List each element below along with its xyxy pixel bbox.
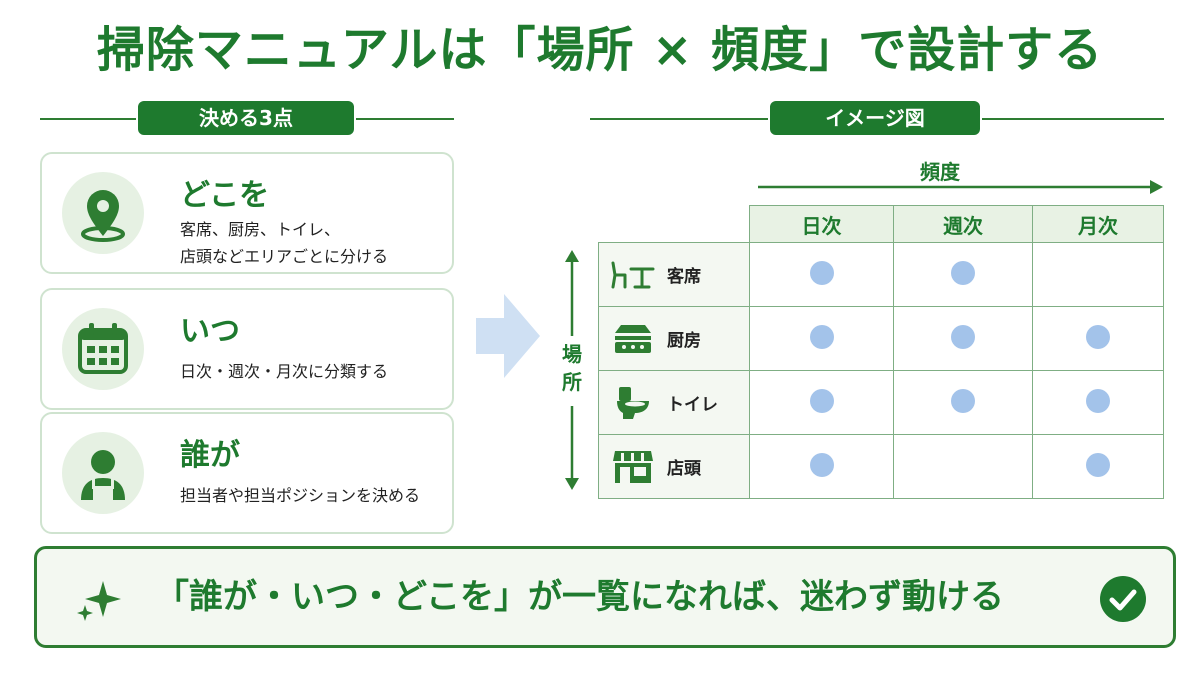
matrix-cell [893, 370, 1033, 435]
card-when: いつ 日次・週次・月次に分類する [40, 288, 454, 410]
place-axis-label: 場所 [562, 342, 582, 394]
column-header-daily: 日次 [749, 205, 894, 243]
matrix-row: 厨房 [598, 306, 1164, 371]
matrix-cell [1032, 242, 1164, 307]
seating-icon [611, 261, 655, 288]
sparkle-icon [77, 581, 121, 621]
check-circle-icon [1100, 576, 1146, 622]
left-header-line-left [40, 118, 136, 120]
column-header-monthly: 月次 [1032, 205, 1164, 243]
check-dot [1086, 388, 1110, 413]
matrix-cell [893, 306, 1033, 371]
row-head-seating: 客席 [598, 242, 750, 307]
check-dot [809, 452, 834, 477]
card-description: 担当者や担当ポジションを決める [180, 482, 450, 509]
card-line: 客席、厨房、トイレ、 [180, 220, 341, 239]
card-line: 日次・週次・月次に分類する [180, 362, 389, 381]
calendar-icon [62, 308, 144, 390]
worker-icon [62, 432, 144, 514]
summary-banner: 「誰が・いつ・どこを」が一覧になれば、迷わず動ける [34, 546, 1176, 648]
check-dot [1086, 324, 1110, 349]
right-arrow-icon [476, 294, 540, 378]
check-dot [951, 260, 975, 285]
location-pin-icon [62, 172, 144, 254]
row-head-toilet: トイレ [598, 370, 750, 435]
card-line: 担当者や担当ポジションを決める [180, 486, 421, 505]
left-header-line-right [356, 118, 454, 120]
row-label: トイレ [667, 395, 718, 415]
kitchen-icon [615, 324, 651, 353]
matrix-row: 客席 [598, 242, 1164, 307]
matrix-cell [749, 306, 894, 371]
matrix-cell [1032, 370, 1164, 435]
right-header-line-right [982, 118, 1164, 120]
right-section-label: イメージ図 [770, 101, 980, 135]
matrix-cell [749, 242, 894, 307]
matrix-row: トイレ [598, 370, 1164, 435]
toilet-icon [617, 386, 649, 419]
matrix-cell [893, 434, 1033, 499]
check-dot [951, 388, 975, 413]
column-header-weekly: 週次 [893, 205, 1033, 243]
card-who: 誰が 担当者や担当ポジションを決める [40, 412, 454, 534]
place-axis-arrow [565, 250, 579, 490]
matrix-cell [1032, 306, 1164, 371]
frequency-axis-label: 頻度 [920, 160, 960, 184]
page-title: 掃除マニュアルは「場所 × 頻度」で設計する [96, 22, 1104, 78]
matrix-cell [1032, 434, 1164, 499]
row-label: 厨房 [667, 331, 701, 351]
card-title: 誰が [180, 438, 240, 473]
left-section-label: 決める3点 [138, 101, 354, 135]
row-label: 客席 [667, 267, 701, 287]
check-dot [809, 388, 834, 413]
matrix-row: 店頭 [598, 434, 1164, 499]
row-head-kitchen: 厨房 [598, 306, 750, 371]
frequency-place-matrix: 日次 週次 月次 客席 [598, 205, 1164, 499]
card-description: 客席、厨房、トイレ、 店頭などエリアごとに分ける [180, 216, 450, 270]
check-dot [1086, 452, 1110, 477]
matrix-cell [893, 242, 1033, 307]
check-dot [951, 324, 975, 349]
matrix-corner [599, 206, 750, 243]
right-header-line-left [590, 118, 768, 120]
card-description: 日次・週次・月次に分類する [180, 358, 450, 385]
check-dot [809, 324, 834, 349]
matrix-cell [749, 370, 894, 435]
card-where: どこを 客席、厨房、トイレ、 店頭などエリアごとに分ける [40, 152, 454, 274]
row-label: 店頭 [667, 459, 701, 479]
frequency-axis-arrow [758, 180, 1163, 194]
row-head-storefront: 店頭 [598, 434, 750, 499]
summary-text: 「誰が・いつ・どこを」が一覧になれば、迷わず動ける [155, 577, 1004, 617]
card-line: 店頭などエリアごとに分ける [180, 247, 389, 266]
card-title: いつ [180, 314, 240, 349]
matrix-cell [749, 434, 894, 499]
storefront-icon [613, 450, 653, 483]
card-title: どこを [180, 178, 270, 213]
check-dot [809, 260, 834, 285]
